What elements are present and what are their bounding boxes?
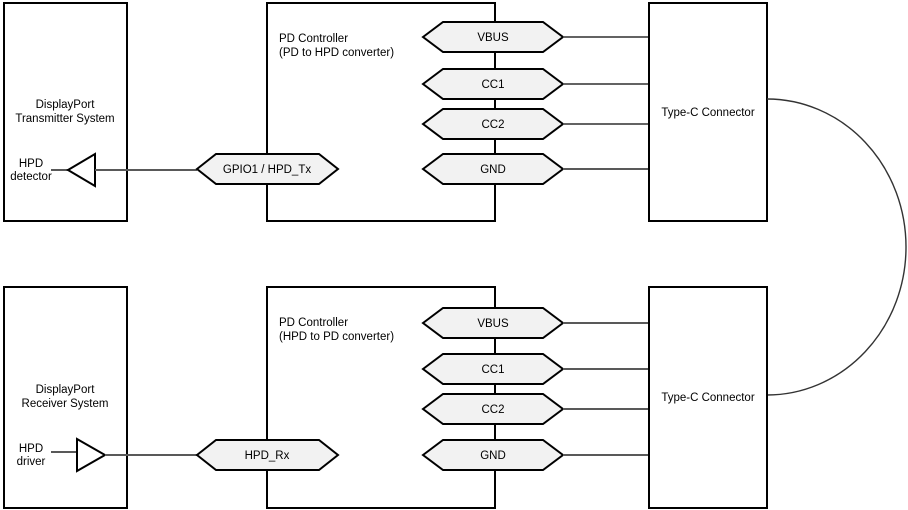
dp-transmitter-system-box xyxy=(3,2,128,222)
pd-controller-top-label-line2: (PD to HPD converter) xyxy=(279,47,394,59)
cc1-pin-bottom-label: CC1 xyxy=(481,364,504,376)
hpd-rx-pin xyxy=(195,439,340,471)
vbus-pin-top-label: VBUS xyxy=(477,32,509,44)
gpio1-hpd-tx-pin-label: GPIO1 / HPD_Tx xyxy=(223,164,311,176)
cc2-pin-top-label: CC2 xyxy=(481,119,504,131)
hpd-detector-label-line1: HPD xyxy=(19,158,43,170)
dp-receiver-label-line2: Receiver System xyxy=(22,398,109,410)
dp-transmitter-label-line1: DisplayPort xyxy=(36,99,96,111)
dp-transmitter-label-line2: Transmitter System xyxy=(15,113,114,125)
gnd-pin-bottom-label: GND xyxy=(480,450,506,462)
hpd-detector-label-line2: detector xyxy=(10,171,52,183)
dp-receiver-system-box xyxy=(3,286,128,509)
pd-controller-bottom-label-line1: PD Controller xyxy=(279,317,348,329)
type-c-connector-top-label: Type-C Connector xyxy=(661,107,754,119)
pd-controller-top-label-line1: PD Controller xyxy=(279,33,348,45)
cc1-pin-top-label: CC1 xyxy=(481,79,504,91)
cc2-pin-bottom-label: CC2 xyxy=(481,404,504,416)
pd-controller-bottom-label-line2: (HPD to PD converter) xyxy=(279,331,394,343)
gnd-pin-top-label: GND xyxy=(480,164,506,176)
type-c-connector-top-box xyxy=(648,2,768,222)
dp-receiver-label-line1: DisplayPort xyxy=(36,384,96,396)
vbus-pin-bottom-label: VBUS xyxy=(477,318,509,330)
type-c-connector-bottom-box xyxy=(648,286,768,509)
hpd-driver-label-line1: HPD xyxy=(19,443,43,455)
type-c-connector-bottom-label: Type-C Connector xyxy=(661,392,754,404)
hpd-driver-triangle-icon xyxy=(76,437,108,473)
type-c-cable-curve xyxy=(766,98,907,396)
gpio1-hpd-tx-pin xyxy=(195,153,340,185)
hpd-rx-pin-label: HPD_Rx xyxy=(245,450,290,462)
hpd-driver-label-line2: driver xyxy=(17,456,46,468)
